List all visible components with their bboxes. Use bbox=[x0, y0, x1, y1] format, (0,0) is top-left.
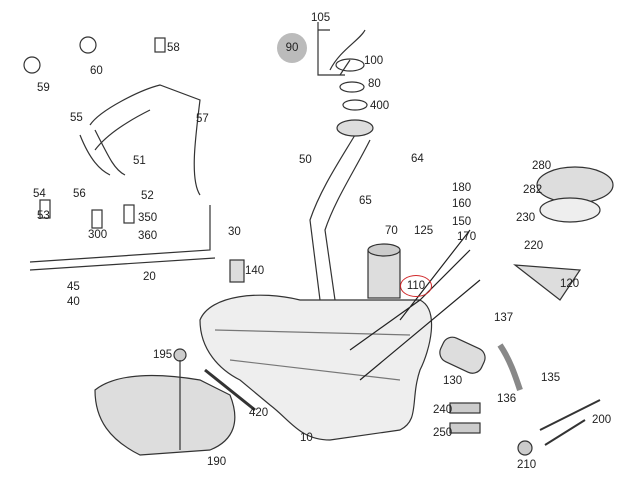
callout-65[interactable]: 65 bbox=[359, 195, 372, 207]
callout-360[interactable]: 360 bbox=[138, 230, 158, 242]
callout-190[interactable]: 190 bbox=[207, 456, 227, 468]
fuel-filter bbox=[439, 336, 486, 374]
callout-200[interactable]: 200 bbox=[592, 414, 612, 426]
callout-52[interactable]: 52 bbox=[141, 190, 154, 202]
callout-50[interactable]: 50 bbox=[299, 154, 312, 166]
callout-20[interactable]: 20 bbox=[143, 271, 156, 283]
callout-110-highlighted[interactable]: 110 bbox=[400, 275, 432, 297]
callout-195[interactable]: 195 bbox=[153, 349, 173, 361]
callout-30[interactable]: 30 bbox=[228, 226, 241, 238]
callout-56[interactable]: 56 bbox=[73, 188, 86, 200]
fuel-pump bbox=[367, 249, 401, 299]
callout-250[interactable]: 250 bbox=[433, 427, 453, 439]
callout-10[interactable]: 10 bbox=[300, 432, 313, 444]
callout-60[interactable]: 60 bbox=[90, 65, 103, 77]
callout-label: 110 bbox=[406, 280, 426, 292]
callout-57[interactable]: 57 bbox=[196, 113, 209, 125]
callout-136[interactable]: 136 bbox=[497, 393, 517, 405]
callout-55[interactable]: 55 bbox=[70, 112, 83, 124]
callout-135[interactable]: 135 bbox=[541, 372, 561, 384]
callout-59[interactable]: 59 bbox=[37, 82, 50, 94]
callout-170[interactable]: 170 bbox=[457, 231, 477, 243]
callout-125[interactable]: 125 bbox=[414, 225, 434, 237]
callout-label: 90 bbox=[285, 42, 299, 54]
callout-282[interactable]: 282 bbox=[523, 184, 543, 196]
callout-70[interactable]: 70 bbox=[385, 225, 398, 237]
callout-90[interactable]: 90 bbox=[277, 33, 307, 63]
callout-150[interactable]: 150 bbox=[452, 216, 472, 228]
callout-220[interactable]: 220 bbox=[524, 240, 544, 252]
callout-130[interactable]: 130 bbox=[443, 375, 463, 387]
callout-160[interactable]: 160 bbox=[452, 198, 472, 210]
tank-strap bbox=[29, 205, 216, 271]
callout-53[interactable]: 53 bbox=[37, 210, 50, 222]
callout-120[interactable]: 120 bbox=[560, 278, 580, 290]
callout-140[interactable]: 140 bbox=[245, 265, 265, 277]
callout-210[interactable]: 210 bbox=[517, 459, 537, 471]
callout-137[interactable]: 137 bbox=[494, 312, 514, 324]
vent-hose bbox=[89, 84, 201, 196]
callout-100[interactable]: 100 bbox=[364, 55, 384, 67]
callout-105[interactable]: 105 bbox=[311, 12, 331, 24]
callout-180[interactable]: 180 bbox=[452, 182, 472, 194]
callout-350[interactable]: 350 bbox=[138, 212, 158, 224]
callout-80[interactable]: 80 bbox=[368, 78, 381, 90]
callout-45[interactable]: 45 bbox=[67, 281, 80, 293]
callout-40[interactable]: 40 bbox=[67, 296, 80, 308]
filler-neck bbox=[309, 134, 371, 301]
callout-240[interactable]: 240 bbox=[433, 404, 453, 416]
callout-420[interactable]: 420 bbox=[249, 407, 269, 419]
heat-shield bbox=[94, 374, 236, 456]
callout-58[interactable]: 58 bbox=[167, 42, 180, 54]
callout-51[interactable]: 51 bbox=[133, 155, 146, 167]
callout-300[interactable]: 300 bbox=[88, 229, 108, 241]
callout-64[interactable]: 64 bbox=[411, 153, 424, 165]
callout-280[interactable]: 280 bbox=[532, 160, 552, 172]
callout-230[interactable]: 230 bbox=[516, 212, 536, 224]
callout-54[interactable]: 54 bbox=[33, 188, 46, 200]
callout-400[interactable]: 400 bbox=[370, 100, 390, 112]
